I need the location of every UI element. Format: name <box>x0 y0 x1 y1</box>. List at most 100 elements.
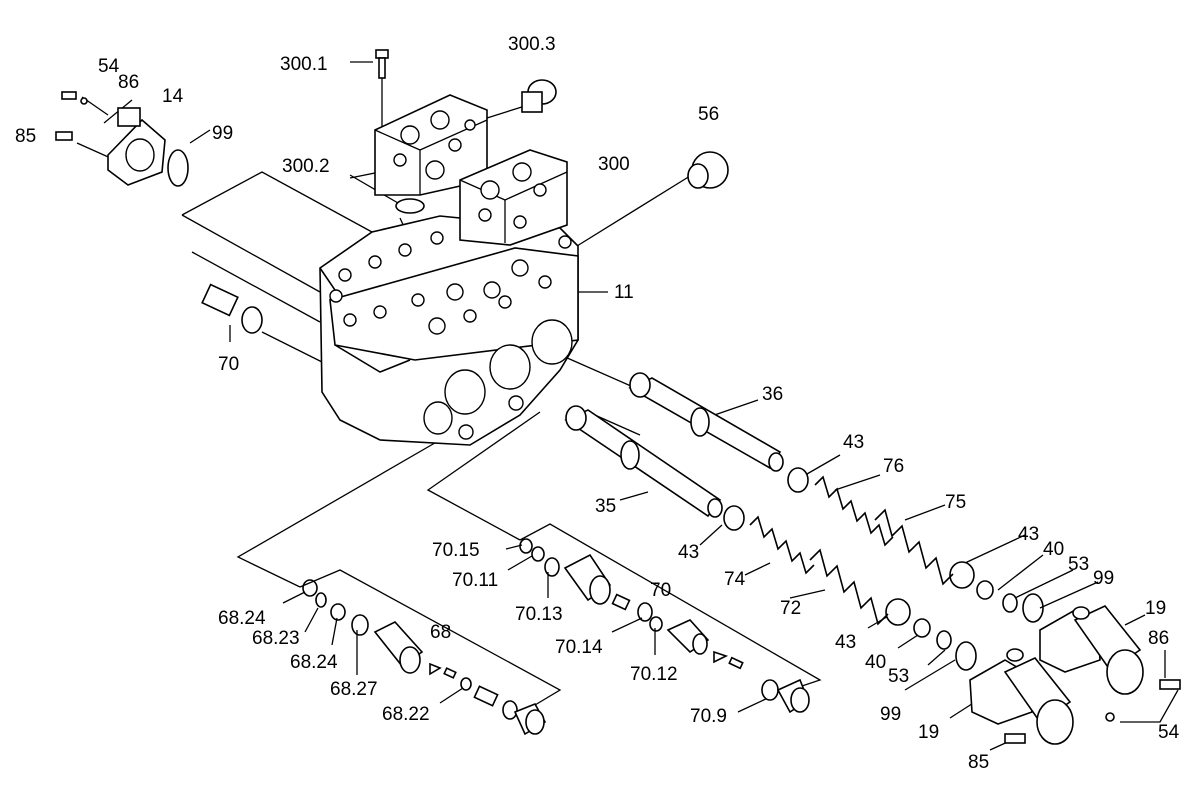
label-43-a: 43 <box>843 432 864 453</box>
label-86-top: 86 <box>118 72 139 93</box>
label-68-24b: 68.24 <box>290 652 338 673</box>
o-ring-70-13-icon <box>544 557 560 577</box>
label-11: 11 <box>614 282 634 303</box>
ring-70-9-icon <box>761 679 779 701</box>
o-ring-68-24a-icon <box>302 579 318 597</box>
cap-19-a-icon <box>1039 605 1144 695</box>
label-75: 75 <box>945 492 966 513</box>
label-70-14: 70.14 <box>555 637 603 658</box>
plug-56-icon <box>687 151 729 189</box>
spring-76-icon <box>814 475 894 547</box>
label-85-b: 85 <box>968 752 989 773</box>
label-43-c: 43 <box>835 632 856 653</box>
plug-300-3-icon <box>521 79 557 113</box>
ring-53-b-icon <box>936 630 952 650</box>
label-35: 35 <box>595 496 616 517</box>
label-19-a: 19 <box>1145 598 1166 619</box>
label-40-b: 40 <box>865 652 886 673</box>
spool-36-icon <box>628 372 784 472</box>
o-ring-99-b-icon <box>955 641 977 671</box>
label-70-12: 70.12 <box>630 664 678 685</box>
ring-40-b-icon <box>913 618 931 638</box>
cap-68-icon <box>513 702 547 736</box>
spring-seat-43-c-icon <box>885 598 911 626</box>
cover-300-1-block <box>374 94 488 196</box>
label-14: 14 <box>162 86 184 107</box>
fitting-70-left-icon <box>201 283 263 334</box>
cap-19-b-icon <box>969 648 1074 745</box>
label-68-23: 68.23 <box>252 628 300 649</box>
o-ring-68-23-icon <box>315 592 327 608</box>
spring-seat-43-b-icon <box>723 505 745 531</box>
label-70-left: 70 <box>218 354 239 375</box>
valve-body-11 <box>319 215 579 446</box>
label-99-a: 99 <box>1093 568 1114 589</box>
label-43-b: 43 <box>678 542 699 563</box>
label-76: 76 <box>883 456 904 477</box>
ring-68-icon <box>502 700 518 720</box>
bolt-85-b-icon <box>1004 733 1026 744</box>
label-72: 72 <box>780 598 801 619</box>
spring-74-icon <box>749 515 815 575</box>
washer-86-top-icon <box>80 97 88 105</box>
poppet-70-icon <box>713 650 744 670</box>
label-19-b: 19 <box>918 722 939 743</box>
label-70-13: 70.13 <box>515 604 563 625</box>
o-ring-68-24b-icon <box>330 603 346 621</box>
label-68: 68 <box>430 622 451 643</box>
label-70-mid: 70 <box>650 580 671 601</box>
label-54-top: 54 <box>98 56 120 77</box>
o-ring-70-14-icon <box>637 602 653 622</box>
spring-seat-43-d-icon <box>949 561 975 589</box>
label-53-b: 53 <box>888 666 909 687</box>
o-ring-99-a-icon <box>1022 593 1044 623</box>
part-labels: 300.1 300.3 54 86 14 85 99 300.2 300 56 … <box>15 34 1180 773</box>
ring-53-a-icon <box>1002 593 1018 613</box>
o-ring-70-11-icon <box>531 546 545 562</box>
label-36: 36 <box>762 384 783 405</box>
o-ring-99-top-icon <box>167 149 189 187</box>
label-85-top: 85 <box>15 126 36 147</box>
spool-35-icon <box>564 405 723 518</box>
o-ring-70-12-icon <box>649 616 663 632</box>
label-86-b: 86 <box>1148 628 1169 649</box>
label-300-3: 300.3 <box>508 34 556 55</box>
cap-70-icon <box>776 678 810 714</box>
bolt-85-top-icon <box>55 131 73 141</box>
o-ring-70-15-icon <box>519 538 533 554</box>
flange-14-icon <box>107 107 166 186</box>
spring-seat-43-a-icon <box>787 467 809 493</box>
cover-300-block <box>459 149 568 246</box>
label-70-11: 70.11 <box>452 570 498 591</box>
washer-54-b-icon <box>1105 712 1115 722</box>
fitting-70-icon <box>563 553 612 605</box>
label-99-b: 99 <box>880 704 901 725</box>
label-70-9: 70.9 <box>690 706 727 727</box>
spring-72-icon <box>809 548 889 626</box>
poppet-68-icon <box>429 662 457 679</box>
label-68-27: 68.27 <box>330 679 378 700</box>
spring-68-icon <box>473 685 499 707</box>
fitting-68-icon <box>373 621 424 674</box>
label-74: 74 <box>724 569 746 590</box>
label-68-24a: 68.24 <box>218 608 266 629</box>
label-54-b: 54 <box>1158 722 1180 743</box>
spring-70-small-icon <box>611 593 631 611</box>
label-40-a: 40 <box>1043 539 1064 560</box>
spring-75-icon <box>874 508 954 586</box>
label-70-15: 70.15 <box>432 540 480 561</box>
label-56: 56 <box>698 104 719 125</box>
bolt-86-b-icon <box>1159 679 1181 690</box>
valve-70-icon <box>666 619 710 655</box>
bolt-54-top-icon <box>61 91 77 100</box>
label-300-2: 300.2 <box>282 156 330 177</box>
bolt-300-1-icon <box>375 49 389 79</box>
o-ring-68-22-icon <box>460 677 472 691</box>
o-ring-68-27-icon <box>351 614 369 636</box>
label-53-a: 53 <box>1068 554 1089 575</box>
label-300-1: 300.1 <box>280 54 328 75</box>
ring-40-a-icon <box>976 580 994 600</box>
label-43-d: 43 <box>1018 524 1039 545</box>
